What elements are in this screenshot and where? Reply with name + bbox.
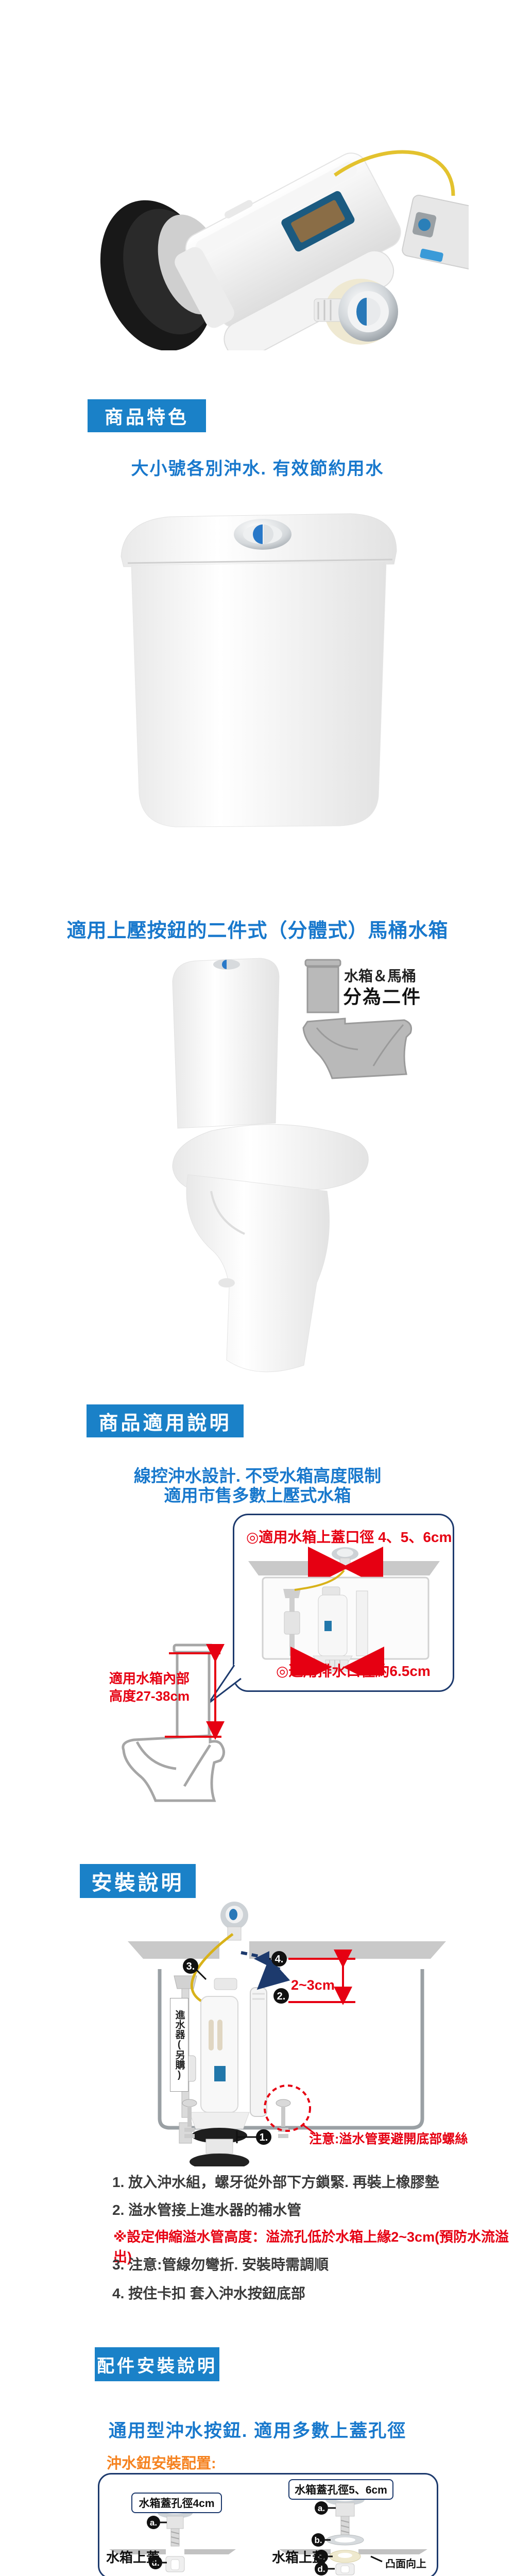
- install-flush-valve-icon: [189, 1978, 250, 2166]
- usage-line2: 適用市售多數上壓式水箱: [164, 1486, 351, 1505]
- install-overflow-icon: [250, 1987, 267, 2117]
- bubble-tank-diagram: [248, 1547, 440, 1675]
- tank-body-icon: [131, 561, 387, 827]
- bubble-note-top: ◎適用水箱上蓋口徑 4、5、6cm: [246, 1529, 452, 1545]
- hero-flush-valve-photo: [100, 150, 469, 350]
- bubble-tail-icon: [208, 1664, 242, 1704]
- install-cm-note: 2~3cm: [291, 1977, 335, 1993]
- mini-overflow-icon: [356, 1590, 368, 1656]
- mini-cable-icon: [294, 1569, 345, 1591]
- mini-flush-valve-icon: [313, 1586, 353, 1665]
- nut56-icon: [335, 2563, 355, 2575]
- overflow-tube-icon: [224, 250, 394, 350]
- install-screw-left-icon: [182, 2099, 197, 2138]
- toilet-bowl-icon: [172, 1124, 369, 1372]
- section-header-parts: 配件安裝說明: [95, 2347, 219, 2381]
- section-header-features: 商品特色: [88, 399, 206, 432]
- install-button-icon: [220, 1902, 248, 1941]
- outline-tank-icon: [176, 1651, 211, 1740]
- install-diagram: 1. 2. 3. 4.: [128, 1902, 446, 2166]
- cap56-label: 水箱蓋孔徑5、6cm: [288, 2479, 393, 2500]
- lid-label-left: 水箱上蓋: [106, 2550, 160, 2565]
- mini-fill-valve-icon: [283, 1589, 301, 1656]
- cable-icon: [333, 150, 455, 196]
- install-step-3: 3. 注意:管線勿彎折. 安裝時需調順: [112, 2257, 329, 2273]
- tank-height-note2: 高度27-38cm: [109, 1688, 190, 1704]
- separated-icon-label1: 水箱＆馬桶: [344, 968, 417, 984]
- two-piece-toilet-photo: [172, 958, 369, 1372]
- step-circle-1: 1.: [260, 2132, 268, 2143]
- mark-c-right: c.: [318, 2552, 325, 2562]
- bubble-note-bottom: ◎適用排水口徑約6.5cm: [276, 1663, 431, 1679]
- install-warning: 注意:溢水管要避開底部螺絲: [309, 2132, 468, 2146]
- toilet-outline-diagram: [122, 1643, 225, 1802]
- section-header-usage: 商品適用說明: [87, 1404, 244, 1437]
- control-box-icon: [402, 194, 469, 270]
- button4-icon: [158, 2507, 193, 2547]
- mark-a-right: a.: [318, 2503, 325, 2513]
- mark-d-right: d.: [317, 2564, 325, 2574]
- section-header-install: 安裝說明: [80, 1864, 196, 1898]
- feature-line: 大小號各別沖水. 有效節約用水: [131, 459, 384, 479]
- install-screw-right-icon: [276, 2099, 291, 2138]
- step-circle-4: 4.: [275, 1954, 284, 1965]
- mark-a-left: a.: [150, 2518, 157, 2528]
- parts-heading: 通用型沖水按鈕. 適用多數上蓋孔徑: [108, 2421, 407, 2441]
- parts-config-label: 沖水鈕安裝配置:: [107, 2455, 216, 2472]
- lid-label-right: 水箱上蓋: [272, 2550, 326, 2565]
- toilet-tank-icon: [172, 958, 280, 1129]
- install-note-red: ※設定伸縮溢水管高度：溢流孔低於水箱上緣2~3cm(預防水流溢出): [113, 2229, 509, 2265]
- step-circle-2: 2.: [277, 1991, 286, 2002]
- mark-b-right: b.: [314, 2535, 322, 2545]
- separated-icon-label2: 分為二件: [343, 986, 422, 1007]
- inlet-valve-label: 進水器(另購): [170, 1998, 188, 2092]
- cap4-label: 水箱蓋孔徑4cm: [131, 2493, 222, 2513]
- tank-photo: [121, 513, 397, 827]
- push-button-icon: [314, 279, 398, 345]
- install-tank-outline: [158, 1969, 424, 2130]
- tank-height-note1: 適用水箱內部: [109, 1671, 190, 1686]
- separated-tank-bowl-icon: [302, 959, 412, 1079]
- nut4-icon: [165, 2556, 185, 2572]
- button56-icon: [325, 2494, 365, 2535]
- mark-d-left: d.: [151, 2558, 159, 2568]
- fit-heading: 適用上壓按鈕的二件式（分體式）馬桶水箱: [66, 920, 449, 942]
- install-cable-icon: [190, 1933, 234, 2005]
- usage-line1: 線控沖水設計. 不受水箱高度限制: [133, 1466, 382, 1485]
- install-step-1: 1. 放入沖水組，螺牙從外部下方鎖緊. 再裝上橡膠墊: [112, 2174, 439, 2190]
- install-lid-icon: [128, 1941, 219, 1959]
- install-step-4: 4. 按住卡扣 套入沖水按鈕底部: [112, 2285, 305, 2301]
- convex-up-label: 凸面向上: [385, 2558, 426, 2570]
- step-circle-3: 3.: [186, 1961, 195, 1972]
- valve-body-icon: [175, 152, 401, 328]
- install-step-2: 2. 溢水管接上進水器的補水管: [112, 2202, 302, 2218]
- dual-flush-button-icon: [234, 519, 291, 550]
